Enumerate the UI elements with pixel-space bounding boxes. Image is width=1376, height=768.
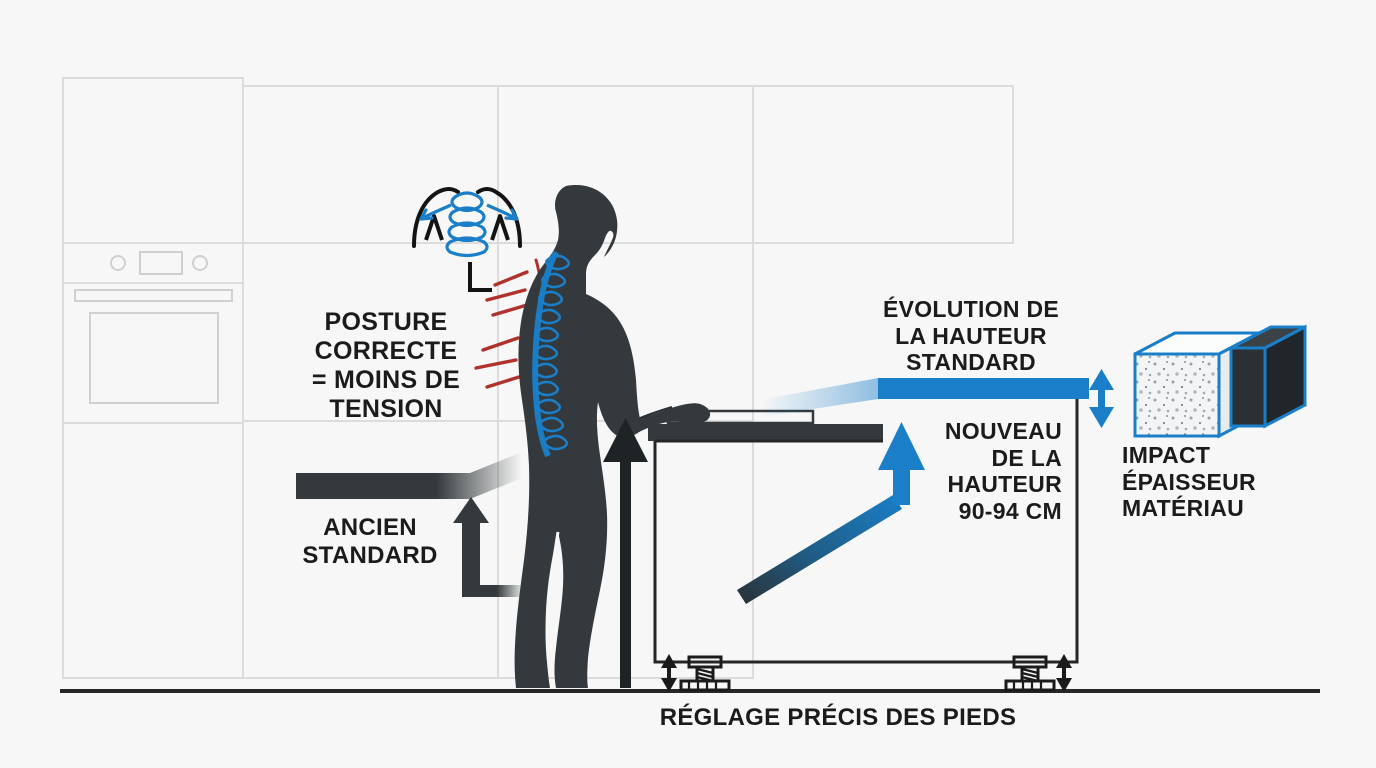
vertebrae-stack bbox=[445, 191, 489, 258]
height-arrow-old bbox=[603, 418, 648, 688]
posture-arrow-left bbox=[419, 203, 452, 221]
thickness-double-arrow bbox=[1089, 369, 1114, 428]
old-standard-label: ANCIEN STANDARD bbox=[302, 514, 438, 569]
new-height-label: NOUVEAU DE LA HAUTEUR 90-94 CM bbox=[944, 418, 1062, 525]
posture-arrow-right bbox=[486, 203, 519, 221]
pain-burst-lower bbox=[474, 336, 521, 389]
adjustable-foot-right bbox=[1004, 654, 1072, 692]
foot-adjust-arrow-left bbox=[661, 654, 677, 692]
cabinet-box-outline bbox=[653, 399, 1079, 664]
human-silhouette bbox=[514, 185, 711, 688]
height-arrow-new bbox=[737, 422, 925, 604]
worktop-blue bbox=[760, 378, 1089, 417]
posture-label: POSTURE CORRECTE = MOINS DE TENSION bbox=[311, 308, 461, 423]
evolution-label: ÉVOLUTION DE LA HAUTEUR STANDARD bbox=[882, 296, 1060, 376]
old-standard-bar bbox=[296, 452, 522, 499]
worktop-dark bbox=[648, 409, 883, 441]
old-standard-arrow bbox=[453, 497, 525, 597]
spine-highlight bbox=[532, 250, 571, 458]
foot-adjust-arrow-right bbox=[1056, 654, 1072, 692]
adjustable-foot-left bbox=[661, 654, 731, 692]
material-impact-label: IMPACT ÉPAISSEUR MATÉRIAU bbox=[1122, 442, 1256, 522]
feet-adjustment-caption: RÉGLAGE PRÉCIS DES PIEDS bbox=[659, 704, 1017, 731]
back-posture-icon bbox=[412, 187, 522, 292]
material-block-dark bbox=[1229, 324, 1307, 429]
oven bbox=[74, 251, 233, 404]
